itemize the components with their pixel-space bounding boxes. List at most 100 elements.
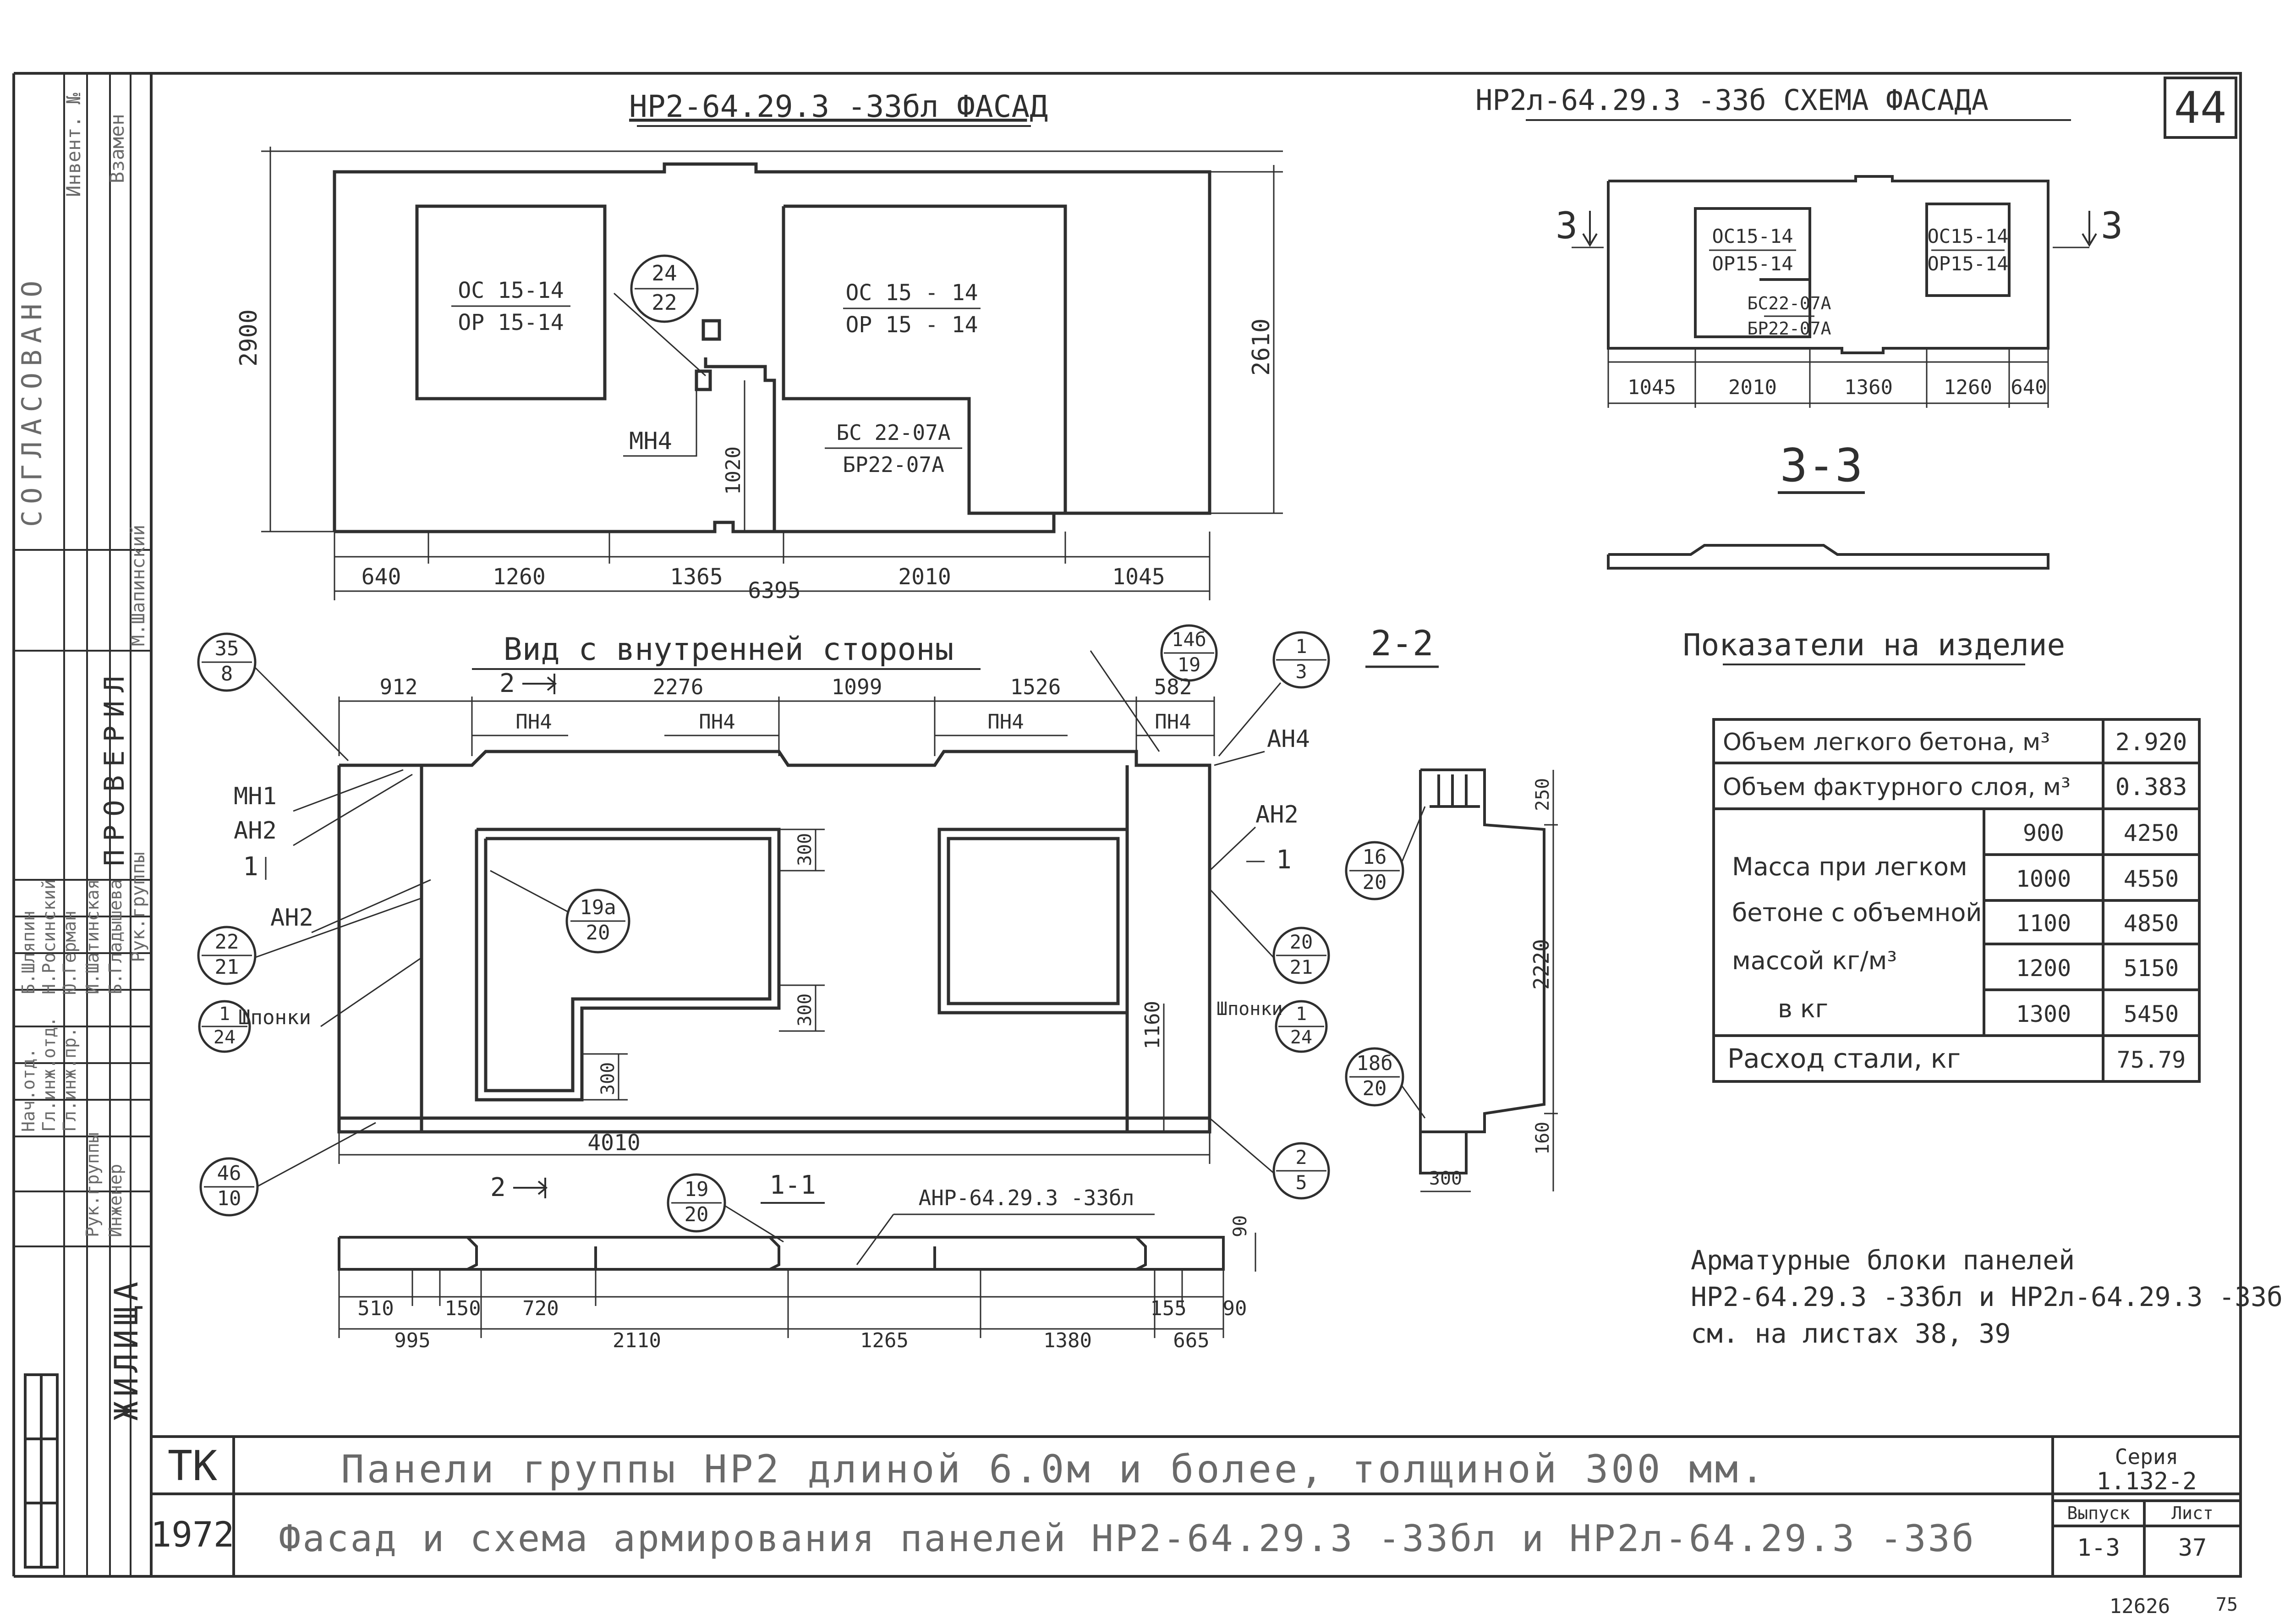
year: 1972 <box>150 1514 234 1555</box>
node-sheet: 10 <box>217 1187 241 1210</box>
node-sheet: 24 <box>1290 1027 1312 1048</box>
node-marker-24-22: 24 22 <box>613 254 707 377</box>
institute-logo <box>24 1373 59 1569</box>
node-2-5: 2 5 <box>1209 1117 1330 1200</box>
dim-4010: 4010 <box>587 1130 641 1156</box>
mn4-label: МН4 <box>629 428 672 455</box>
series-label: Серия <box>2115 1444 2178 1469</box>
stamp-mark: 75 <box>2216 1594 2238 1615</box>
dim-value: 640 <box>2011 376 2047 399</box>
names-column: Б.Шляпин Н.Росинский Ю.Герман И.Шатинска… <box>18 879 126 994</box>
role-name: Нач.отд. <box>18 1048 38 1132</box>
scheme-window2-top: ОС15-14 <box>1927 225 2008 247</box>
node-20-21: 20 21 <box>1209 888 1330 984</box>
node-46-10: 46 10 <box>199 1122 376 1217</box>
node-sheet: 21 <box>215 955 239 979</box>
node-14b-19: 14б 19 <box>1090 624 1218 752</box>
pn4-label: ПН4 <box>987 710 1024 734</box>
dim-value: 510 <box>357 1297 394 1320</box>
section-2-2-label: 2-2 <box>1370 623 1433 664</box>
light-concrete-label: Объем легкого бетона, м³ <box>1723 729 2050 756</box>
dim-300-c: 300 <box>597 1062 619 1095</box>
dim-value: 2010 <box>1728 376 1777 399</box>
node-sheet: 20 <box>1363 871 1387 894</box>
an4-label: АН4 <box>1267 725 1310 753</box>
density-value: 1000 <box>2016 866 2071 892</box>
section-1-1-dims-row1: 510 150 720 155 90 <box>357 1297 1247 1320</box>
scheme-title: НР2л-64.29.3 -33б СХЕМА ФАСАДА <box>1475 83 1989 117</box>
scheme-cut-left: 3 <box>1556 204 1578 247</box>
dim-value: 1365 <box>670 564 723 590</box>
indicators-table: Показатели на изделие Объем легкого бето… <box>1683 627 2201 1083</box>
cut-1-right-label: 1 <box>1276 845 1292 875</box>
section-1-1: 1-1 АНР-64.29.3 -33бл 19 20 <box>338 1170 1256 1352</box>
facade-1020-dim: 1020 <box>722 446 745 495</box>
node-sheet: 19 <box>1178 653 1201 676</box>
mass-label-line: Масса при легком <box>1732 852 1967 881</box>
facade-view: НР2-64.29.3 -33бл ФАСАД <box>235 89 1283 604</box>
node-number: 14б <box>1172 628 1206 651</box>
mass-value: 5450 <box>2124 1001 2179 1027</box>
person-name: Ю.Герман <box>60 911 80 994</box>
dim-value: 1045 <box>1627 376 1676 399</box>
node-16-20: 16 20 <box>1345 806 1426 900</box>
node-sheet: 22 <box>652 290 677 315</box>
dim-value: 250 <box>1532 778 1553 811</box>
node-number: 20 <box>1290 931 1313 953</box>
dim-90-top: 90 <box>1230 1215 1251 1237</box>
org-code: ТК <box>168 1442 217 1490</box>
role-name: Инженер <box>105 1164 126 1237</box>
mn1-label: МН1 <box>234 783 277 810</box>
dim-value: 995 <box>394 1329 430 1352</box>
cut-mark-2-top: 2 <box>499 669 515 698</box>
stamp-number: 12626 <box>2110 1595 2170 1618</box>
dim-value: 1099 <box>832 675 882 699</box>
node-number: 1 <box>219 1004 230 1025</box>
node-sheet: 24 <box>214 1027 236 1048</box>
series-value: 1.132-2 <box>2096 1468 2197 1495</box>
facade-dims: 640 1260 1365 2010 1045 6395 <box>362 564 1165 604</box>
dim-value: 582 <box>1154 675 1192 699</box>
note-line: Арматурные блоки панелей <box>1691 1245 2075 1276</box>
person-name: Н.Росинский <box>39 879 59 994</box>
section-2-2: 2-2 250 2220 160 300 16 20 <box>1345 623 1558 1192</box>
mass-label: Масса при легком бетоне с объемной массо… <box>1732 852 1982 1023</box>
scheme-cut-right: 3 <box>2101 204 2123 247</box>
dim-value: 1045 <box>1112 564 1165 590</box>
anr-label: АНР-64.29.3 -33бл <box>919 1185 1134 1210</box>
scheme-window1-top: ОС15-14 <box>1712 225 1793 247</box>
node-19-20: 19 20 <box>667 1173 784 1243</box>
title-block: ТК 1972 Панели группы НР2 длиной 6.0м и … <box>150 1435 2241 1576</box>
facade-total-dim: 6395 <box>748 578 801 604</box>
section-1-1-label: 1-1 <box>769 1170 816 1200</box>
replaces-label: Взамен <box>106 114 128 183</box>
node-sheet: 8 <box>221 662 233 686</box>
window2-bottom-label: ОР 15 - 14 <box>846 312 978 338</box>
dim-value: 155 <box>1150 1297 1186 1320</box>
density-value: 900 <box>2023 820 2064 846</box>
an2-label: АН2 <box>234 817 277 845</box>
facade-right-height-dim: 2610 <box>1248 318 1275 376</box>
node-1-24-right: 1 24 <box>1275 1000 1328 1053</box>
scheme-window2-bottom: ОР15-14 <box>1927 252 2008 275</box>
person-name: Б.Шляпин <box>18 911 38 994</box>
mass-label-line: бетоне с объемной <box>1732 898 1982 927</box>
pn4-label: ПН4 <box>515 710 552 734</box>
door-top-label: БС 22-07А <box>836 420 950 445</box>
note-line: см. на листах 38, 39 <box>1691 1318 2011 1349</box>
mass-value: 4550 <box>2124 866 2179 892</box>
node-number: 1 <box>1296 1004 1307 1025</box>
node-sheet: 20 <box>586 921 610 944</box>
an2-right-label: АН2 <box>1255 801 1299 828</box>
node-number: 2 <box>1295 1146 1307 1169</box>
issue-value: 1-3 <box>2077 1534 2120 1562</box>
dim-value: 665 <box>1173 1329 1209 1352</box>
sheet-label: Лист <box>2171 1503 2214 1523</box>
light-concrete-value: 2.920 <box>2115 729 2187 756</box>
dim-value: 160 <box>1532 1122 1553 1155</box>
reinforcement-note: Арматурные блоки панелей НР2-64.29.3 -33… <box>1691 1245 2283 1349</box>
scheme-door-top: БС22-07А <box>1747 293 1831 313</box>
group-lead-label: Рук.группы <box>128 852 149 962</box>
section-3-3-label: 3-3 <box>1780 439 1863 492</box>
door-bottom-label: БР22-07А <box>843 452 944 477</box>
